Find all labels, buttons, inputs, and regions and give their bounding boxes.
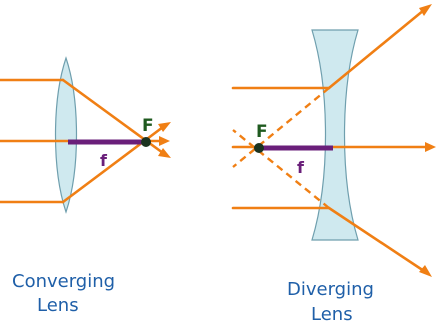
diverging-lens-shape [311,29,359,241]
diverging-focus-label: F [256,122,268,142]
converging-caption-line2: Lens [37,295,79,316]
converging-focus-label: F [142,116,154,136]
converging-arrow-bottom [158,122,171,132]
diverging-focal-point [254,143,264,153]
diverging-ray-bottom-out [327,206,426,273]
diverging-virtual-ray-bottom [232,129,330,209]
diverging-caption-line1: Diverging [287,279,374,300]
diverging-arrow-top [419,4,432,16]
converging-lens-shape [54,56,78,214]
diverging-arrow-bottom [419,265,432,277]
converging-caption-line1: Converging [12,271,115,292]
diverging-focal-length-label: f [297,158,305,177]
converging-focal-point [141,137,151,147]
diverging-arrow-middle [425,142,436,152]
diverging-lens-group: F f Diverging Lens [231,4,436,325]
converging-arrow-top [158,148,171,158]
diverging-caption-line2: Lens [311,304,353,325]
converging-arrow-middle [159,136,170,146]
converging-focal-length-label: f [100,151,108,170]
converging-lens-group: F f Converging Lens [0,56,171,316]
diverging-virtual-ray-top [232,87,330,168]
diverging-ray-top-out [327,8,426,90]
